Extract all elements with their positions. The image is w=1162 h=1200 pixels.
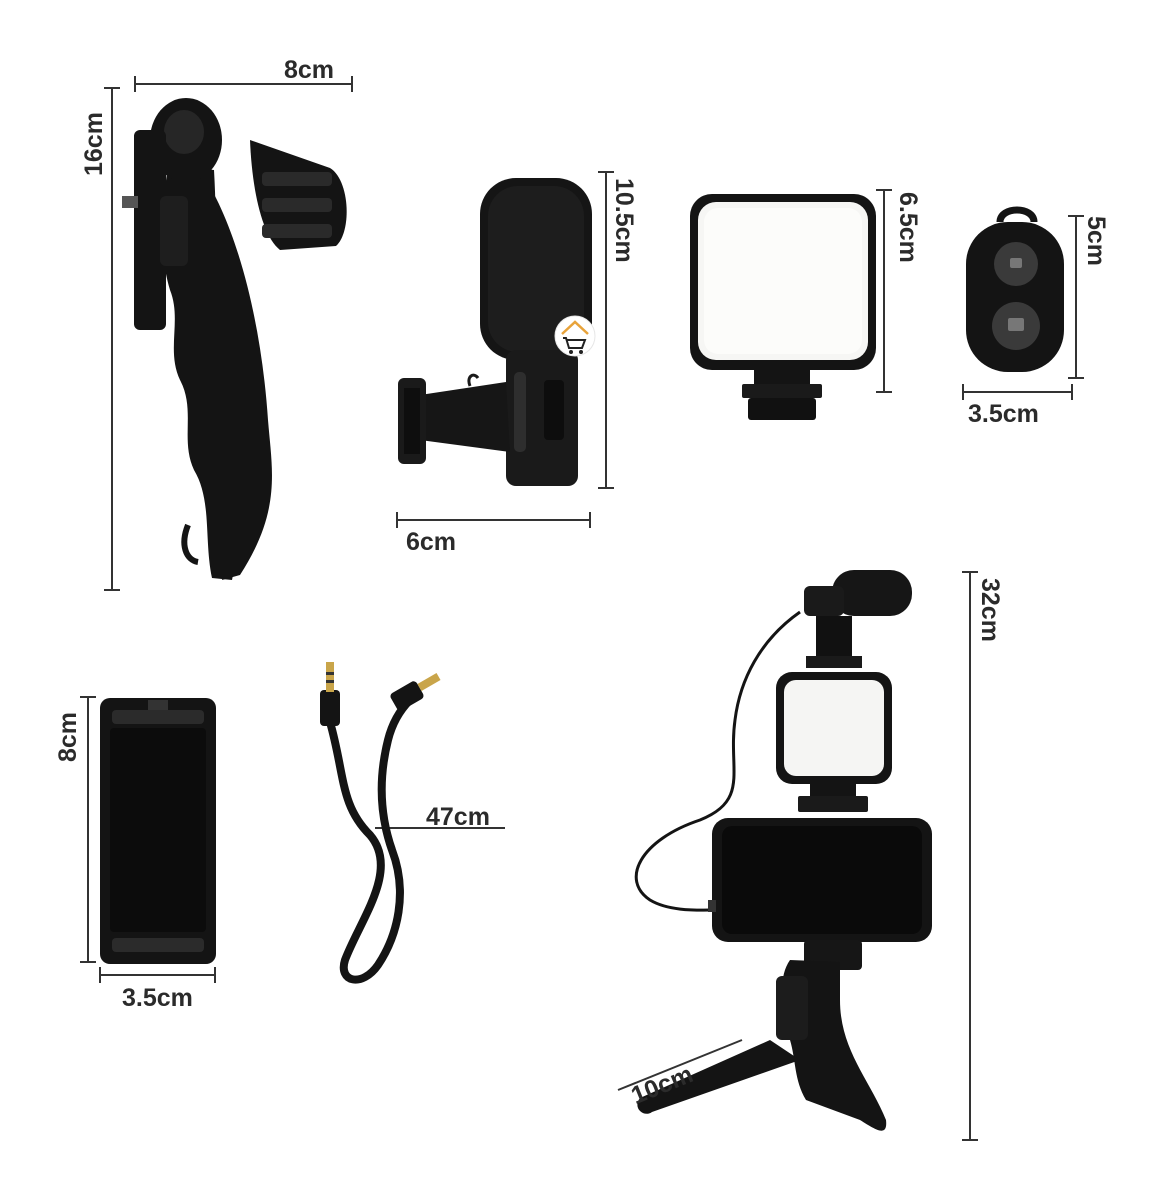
mic-width-label: 6cm <box>406 528 457 556</box>
bluetooth-remote <box>966 206 1064 372</box>
phone-holder <box>100 698 216 964</box>
assembled-height-label: 32cm <box>976 578 1004 642</box>
tripod-height-label: 16cm <box>80 112 108 176</box>
cart-house-icon <box>554 315 596 357</box>
holder-width-label: 3.5cm <box>122 984 193 1012</box>
mic-height-label: 10.5cm <box>610 178 638 263</box>
remote-height-label: 5cm <box>1082 216 1110 267</box>
remote-width-label: 3.5cm <box>968 400 1039 428</box>
mini-tripod <box>122 98 347 580</box>
light-height-label: 6.5cm <box>894 192 922 263</box>
dimension-lines <box>80 76 1084 1141</box>
assembled-vlog-kit <box>634 570 932 1131</box>
holder-height-label: 8cm <box>54 711 82 762</box>
tripod-width-label: 8cm <box>284 56 335 84</box>
led-light <box>690 194 876 420</box>
microphone <box>398 178 592 486</box>
cable-length-label: 47cm <box>426 803 490 831</box>
audio-cable <box>320 662 441 984</box>
